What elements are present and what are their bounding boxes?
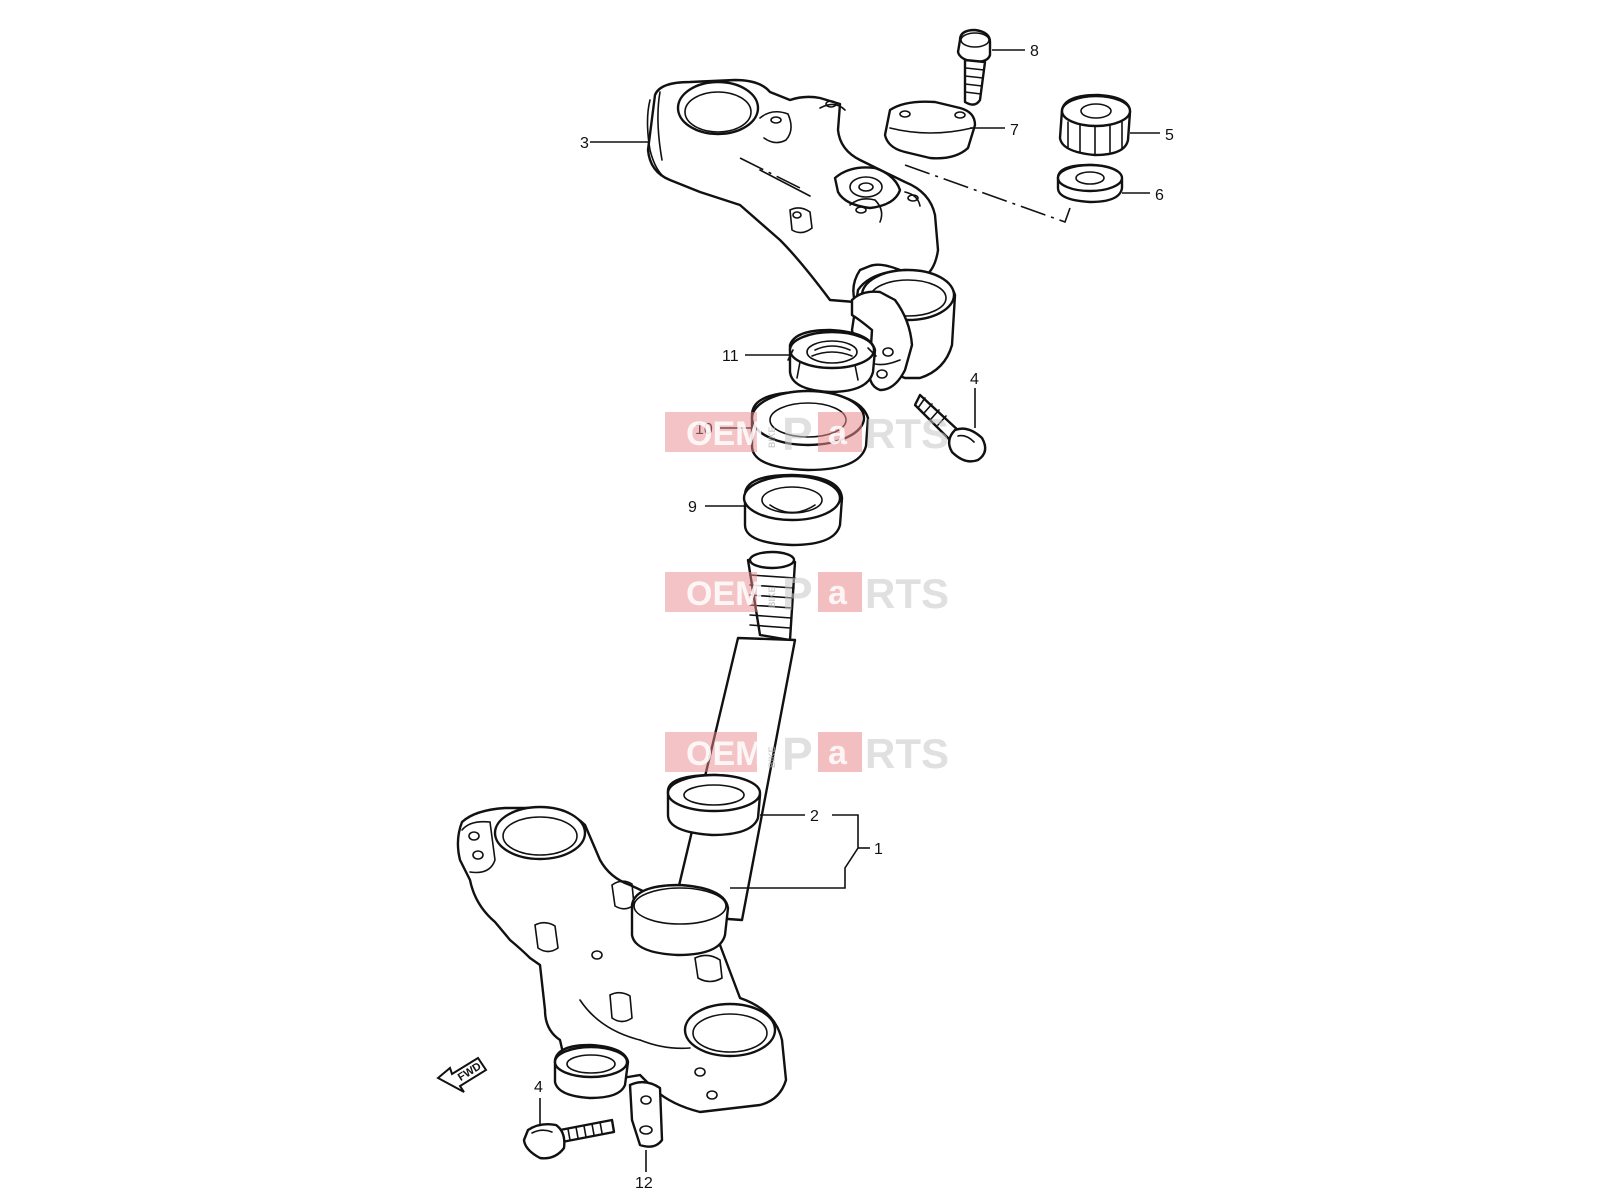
svg-text:RTS: RTS: [865, 410, 949, 457]
callout-6: 6: [1155, 187, 1164, 204]
washer-part-6: [1056, 163, 1124, 204]
svg-text:OEM: OEM: [686, 735, 763, 773]
svg-text:RTS: RTS: [865, 570, 949, 617]
svg-text:P: P: [782, 408, 813, 460]
watermark-3: OEM BIKE P a RTS: [665, 728, 949, 780]
svg-text:P: P: [782, 568, 813, 620]
bolt-part-8: [956, 28, 992, 106]
svg-text:P: P: [782, 728, 813, 780]
svg-text:BIKE: BIKE: [767, 586, 777, 608]
upper-bracket-part: [646, 78, 957, 392]
callout-5: 5: [1165, 127, 1174, 144]
svg-text:OEM: OEM: [686, 575, 763, 613]
bearing-part-9: [742, 473, 844, 547]
bearing-part-2: [666, 773, 762, 837]
watermark-1: OEM BIKE P a RTS: [665, 408, 949, 460]
callout-12: 12: [635, 1175, 653, 1192]
svg-text:BIKE: BIKE: [767, 746, 777, 768]
steering-stem-part-1: [456, 550, 797, 1114]
svg-text:a: a: [828, 414, 848, 452]
fwd-arrow-icon: FWD: [436, 1056, 488, 1093]
steering-nut-part-11: [787, 328, 877, 394]
svg-text:a: a: [828, 574, 848, 612]
svg-text:a: a: [828, 734, 848, 772]
callout-8: 8: [1030, 43, 1039, 60]
plate-part-12: [628, 1080, 664, 1148]
holder-part-7: [883, 100, 977, 160]
callout-4-lower: 4: [534, 1079, 543, 1096]
svg-text:OEM: OEM: [686, 415, 763, 453]
svg-text:RTS: RTS: [865, 730, 949, 777]
callout-1: 1: [874, 841, 883, 858]
nut-part-5: [1058, 93, 1132, 157]
callout-4-upper: 4: [970, 371, 979, 388]
svg-text:BIKE: BIKE: [767, 426, 777, 448]
watermark-2: OEM BIKE P a RTS: [665, 568, 949, 620]
callout-11: 11: [722, 348, 739, 365]
bolt-part-4-lower: [522, 1118, 616, 1160]
callout-7: 7: [1010, 122, 1019, 139]
callout-9: 9: [688, 499, 697, 516]
callout-3: 3: [580, 135, 589, 152]
bolt-part-4-upper: [913, 393, 987, 463]
callout-2: 2: [810, 808, 819, 825]
